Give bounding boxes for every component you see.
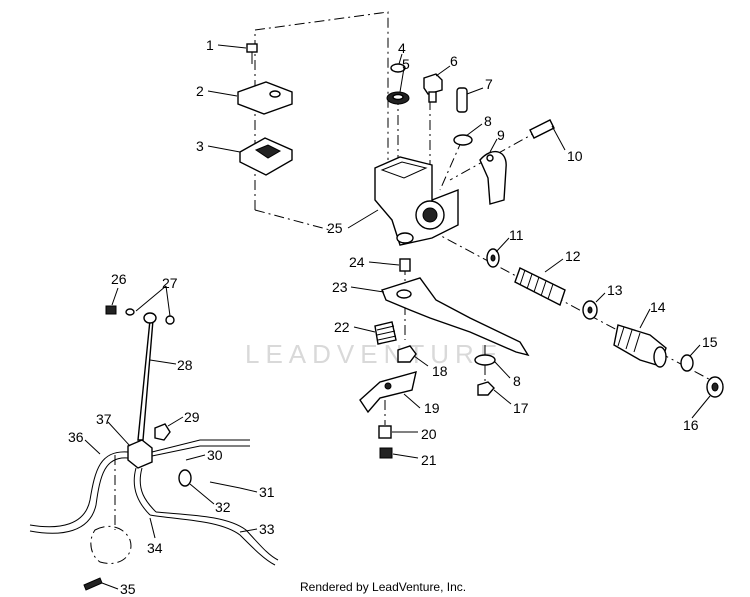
alignment-lines bbox=[114, 11, 721, 530]
callout-36: 36 bbox=[68, 429, 84, 445]
callout-25: 25 bbox=[327, 220, 343, 236]
part-37-junction-block bbox=[127, 439, 153, 469]
callout-9: 9 bbox=[497, 127, 505, 143]
callout-14: 14 bbox=[650, 299, 666, 315]
callout-8-lower: 8 bbox=[513, 373, 521, 389]
watermark-text: LEADVENTURE bbox=[245, 339, 503, 369]
callout-8: 8 bbox=[484, 113, 492, 129]
part-20-spacer bbox=[378, 425, 392, 439]
callout-11: 11 bbox=[509, 227, 524, 243]
callout-5: 5 bbox=[402, 56, 410, 72]
callout-27: 27 bbox=[162, 275, 178, 291]
callout-6: 6 bbox=[450, 53, 458, 69]
leader-lines bbox=[84, 44, 711, 590]
callout-15: 15 bbox=[702, 334, 718, 350]
part-12-spring bbox=[514, 267, 566, 306]
callout-31: 31 bbox=[259, 484, 275, 500]
part-30-line bbox=[151, 439, 250, 457]
part-2-reservoir-cover bbox=[237, 81, 293, 115]
callout-13: 13 bbox=[607, 282, 623, 298]
callout-32: 32 bbox=[215, 499, 231, 515]
callout-26: 26 bbox=[111, 271, 127, 287]
part-8-washer bbox=[453, 134, 473, 146]
part-25-master-cylinder bbox=[374, 156, 459, 246]
callout-37: 37 bbox=[96, 411, 112, 427]
callout-35: 35 bbox=[120, 581, 136, 597]
part-18-nut bbox=[397, 345, 417, 363]
part-14-piston-boot bbox=[613, 324, 667, 368]
part-9-clamp bbox=[479, 150, 507, 205]
part-35-screw bbox=[83, 577, 103, 591]
part-3-diaphragm bbox=[239, 137, 293, 176]
footer-credit: Rendered by LeadVenture, Inc. bbox=[300, 580, 466, 594]
part-21-screw bbox=[379, 447, 393, 459]
part-17-nut bbox=[477, 381, 495, 396]
part-15-snap-ring bbox=[680, 354, 694, 372]
callout-23: 23 bbox=[332, 279, 348, 295]
callout-10: 10 bbox=[567, 148, 583, 164]
callout-34: 34 bbox=[147, 540, 163, 556]
callout-19: 19 bbox=[424, 400, 440, 416]
part-4-washer bbox=[390, 63, 406, 73]
part-31-fitting bbox=[209, 481, 241, 489]
callout-17: 17 bbox=[513, 400, 529, 416]
part-23-brake-lever bbox=[381, 277, 530, 357]
callout-28: 28 bbox=[177, 357, 193, 373]
part-6-bolt bbox=[423, 73, 443, 103]
part-24-bushing bbox=[399, 258, 411, 272]
callout-30: 30 bbox=[207, 447, 223, 463]
callout-labels: 1 2 3 4 5 6 7 8 9 10 11 12 13 14 15 16 1… bbox=[68, 37, 718, 597]
callout-1: 1 bbox=[206, 37, 214, 53]
callout-33: 33 bbox=[259, 521, 275, 537]
callout-18: 18 bbox=[432, 363, 448, 379]
callout-3: 3 bbox=[196, 138, 204, 154]
callout-22: 22 bbox=[334, 319, 350, 335]
part-10-bolt bbox=[529, 119, 555, 139]
part-28-brake-line bbox=[137, 319, 154, 441]
part-29-fitting bbox=[154, 423, 171, 441]
part-1-screw bbox=[246, 43, 258, 64]
part-26-bolt bbox=[105, 305, 135, 316]
part-5-seal bbox=[386, 91, 410, 105]
part-11-washer bbox=[486, 248, 500, 268]
callout-7: 7 bbox=[485, 76, 493, 92]
callout-4: 4 bbox=[398, 40, 406, 56]
part-8-lower-washer bbox=[474, 354, 496, 366]
callout-21: 21 bbox=[421, 452, 437, 468]
part-22-spring bbox=[374, 321, 397, 345]
callout-16: 16 bbox=[683, 417, 699, 433]
callout-2: 2 bbox=[196, 83, 204, 99]
part-34-hose bbox=[133, 467, 157, 516]
callout-20: 20 bbox=[421, 426, 437, 442]
part-33-hose bbox=[149, 511, 279, 566]
part-13-washer bbox=[582, 300, 598, 320]
part-19-switch-bracket bbox=[359, 371, 417, 414]
callout-12: 12 bbox=[565, 248, 581, 264]
callout-24: 24 bbox=[349, 254, 365, 270]
part-16-boot-cap bbox=[706, 376, 724, 398]
part-32-clip bbox=[178, 469, 192, 487]
callout-29: 29 bbox=[184, 409, 200, 425]
part-36-hose bbox=[29, 451, 129, 534]
part-7-pin bbox=[456, 87, 468, 113]
frame-outline bbox=[90, 525, 132, 564]
